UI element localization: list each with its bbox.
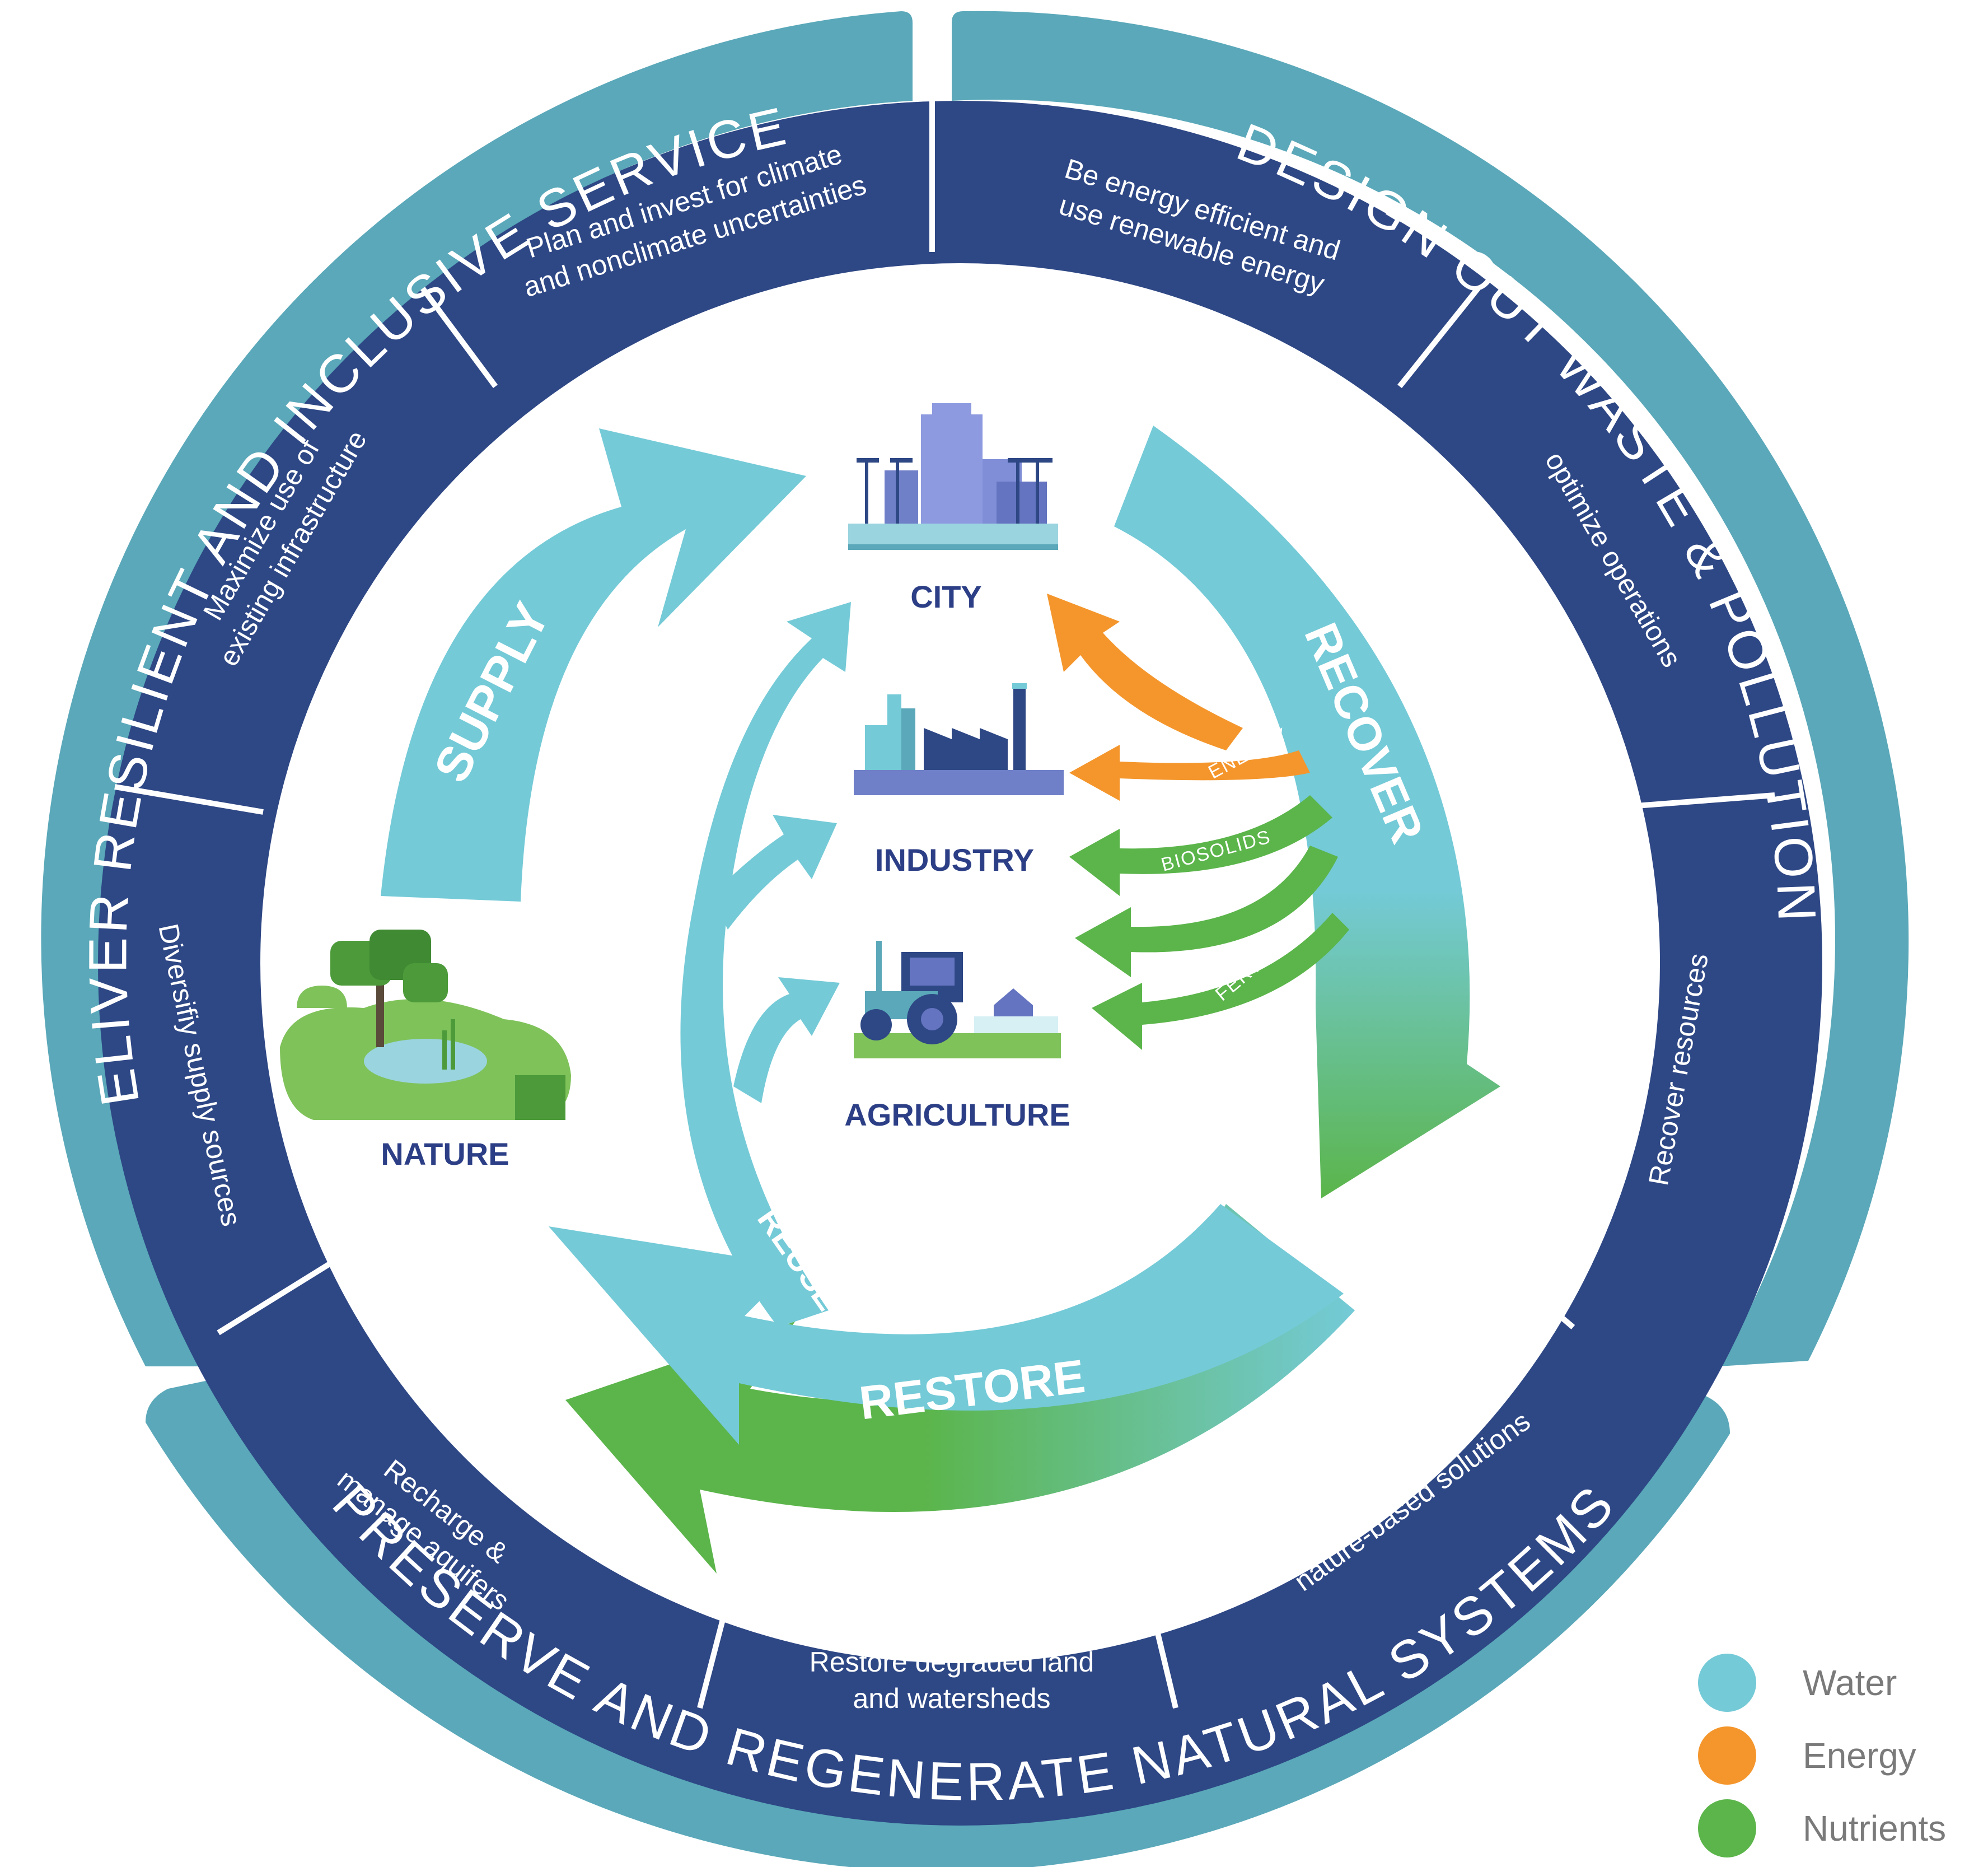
- legend-label-nutrients: Nutrients: [1803, 1808, 1946, 1849]
- outer-ring-preserve: [146, 1361, 1730, 1867]
- legend-label-water: Water: [1803, 1663, 1897, 1703]
- legend-swatch-energy: [1698, 1726, 1756, 1785]
- reuse-arrows: REUSE: [680, 602, 851, 1327]
- nature-icon: [280, 930, 571, 1120]
- nature-label: NATURE: [381, 1136, 509, 1171]
- city-label: CITY: [910, 579, 982, 614]
- agriculture-label: AGRICULTURE: [844, 1097, 1070, 1132]
- fertilizer-arrow-1: [1075, 846, 1338, 977]
- supply-arrow: SUPPLY: [381, 428, 806, 902]
- restore-land-line2: and watersheds: [853, 1683, 1050, 1714]
- outer-ring-design: [952, 11, 1909, 1366]
- restore-arrow: RESTORE: [549, 1204, 1355, 1574]
- restore-land-line1: Restore degraded land: [810, 1646, 1094, 1678]
- inner-ring: [98, 101, 1822, 1826]
- legend-swatch-water: [1698, 1654, 1756, 1712]
- agriculture-icon: [854, 941, 1061, 1058]
- industry-label: INDUSTRY: [875, 842, 1034, 878]
- industry-icon: [854, 683, 1064, 795]
- legend-swatch-nutrients: [1698, 1799, 1756, 1857]
- outer-ring: [41, 11, 1909, 1867]
- outer-ring-deliver: [41, 11, 913, 1366]
- biosolids-flow-label: BIOSOLIDS: [1159, 826, 1273, 876]
- legend-label-energy: Energy: [1803, 1735, 1916, 1776]
- city-icon: [848, 403, 1058, 550]
- energy-arrow-city: [1047, 594, 1243, 750]
